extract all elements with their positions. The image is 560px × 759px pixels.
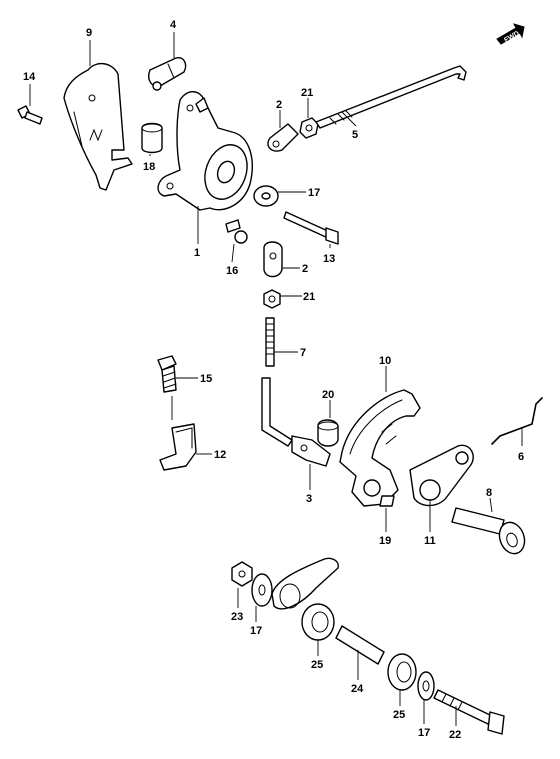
part-3-joint [291,435,331,467]
part-6-spring-wire [491,397,543,445]
callout-12: 12 [214,449,226,461]
part-2-rod-end-lower [263,241,283,278]
callout-17-lower: 17 [418,727,430,739]
part-19-pin [379,495,395,507]
leader-lines [29,32,523,726]
part-17-washer-middle [251,573,273,607]
part-23-nut [231,561,253,587]
callout-3: 3 [306,493,312,505]
callout-11: 11 [424,535,436,547]
callout-10: 10 [379,355,391,367]
callout-25-right: 25 [393,709,405,721]
callout-8: 8 [486,487,492,499]
callout-6: 6 [518,451,524,463]
part-1-throttle-lever [157,91,253,211]
part-9-cover-plate [63,63,133,191]
part-2-rod-end-upper [267,123,299,152]
callout-17-upper: 17 [308,187,320,199]
link-arm-lower [271,557,339,610]
link-rod [261,377,293,447]
callout-21-upper: 21 [301,87,313,99]
part-15-bolt [157,355,177,393]
callout-20: 20 [322,389,334,401]
part-14-bolt [17,105,43,125]
part-18-collar [141,122,163,154]
part-10-sector-gear [339,389,421,507]
callout-25-left: 25 [311,659,323,671]
part-13-bolt [283,211,339,245]
part-21-nut-lower [263,289,281,309]
part-22-bolt [433,689,505,735]
part-25-bushing-left [301,603,335,641]
part-8-shaft [451,507,526,555]
fwd-badge-text: FWD [503,30,520,44]
part-17-washer-upper [253,185,279,207]
part-21-nut-upper [299,117,319,139]
part-24-sleeve [335,625,385,665]
part-25-bushing-right [387,653,417,691]
callout-2-upper: 2 [276,99,282,111]
part-7-threaded-rod [265,317,275,367]
callout-4: 4 [170,19,177,31]
fwd-arrow-badge: FWD [496,23,525,45]
callout-5: 5 [352,129,358,141]
callout-24: 24 [351,683,364,695]
callout-19: 19 [379,535,391,547]
callout-1: 1 [194,247,200,259]
part-12-bracket-clip [159,423,197,471]
part-20-collar [317,419,339,447]
callout-9: 9 [86,27,92,39]
part-17-washer-lower [417,671,435,701]
part-5-throttle-rod [315,65,467,129]
callout-18: 18 [143,161,155,173]
callout-13: 13 [323,253,335,265]
callout-7: 7 [300,347,306,359]
part-4-cable-clamp [148,57,187,91]
callout-2-lower: 2 [302,263,308,275]
callout-16: 16 [226,265,238,277]
callout-14: 14 [23,71,36,83]
callout-17-middle: 17 [250,625,262,637]
callout-15: 15 [200,373,212,385]
callout-23: 23 [231,611,243,623]
part-11-lever [409,444,474,507]
callout-21-lower: 21 [303,291,315,303]
callout-22: 22 [449,729,461,741]
part-16-ball-stud [225,219,248,244]
callout-labels: 9 14 4 18 1 16 2 21 5 17 13 2 21 7 3 15 … [23,19,524,741]
